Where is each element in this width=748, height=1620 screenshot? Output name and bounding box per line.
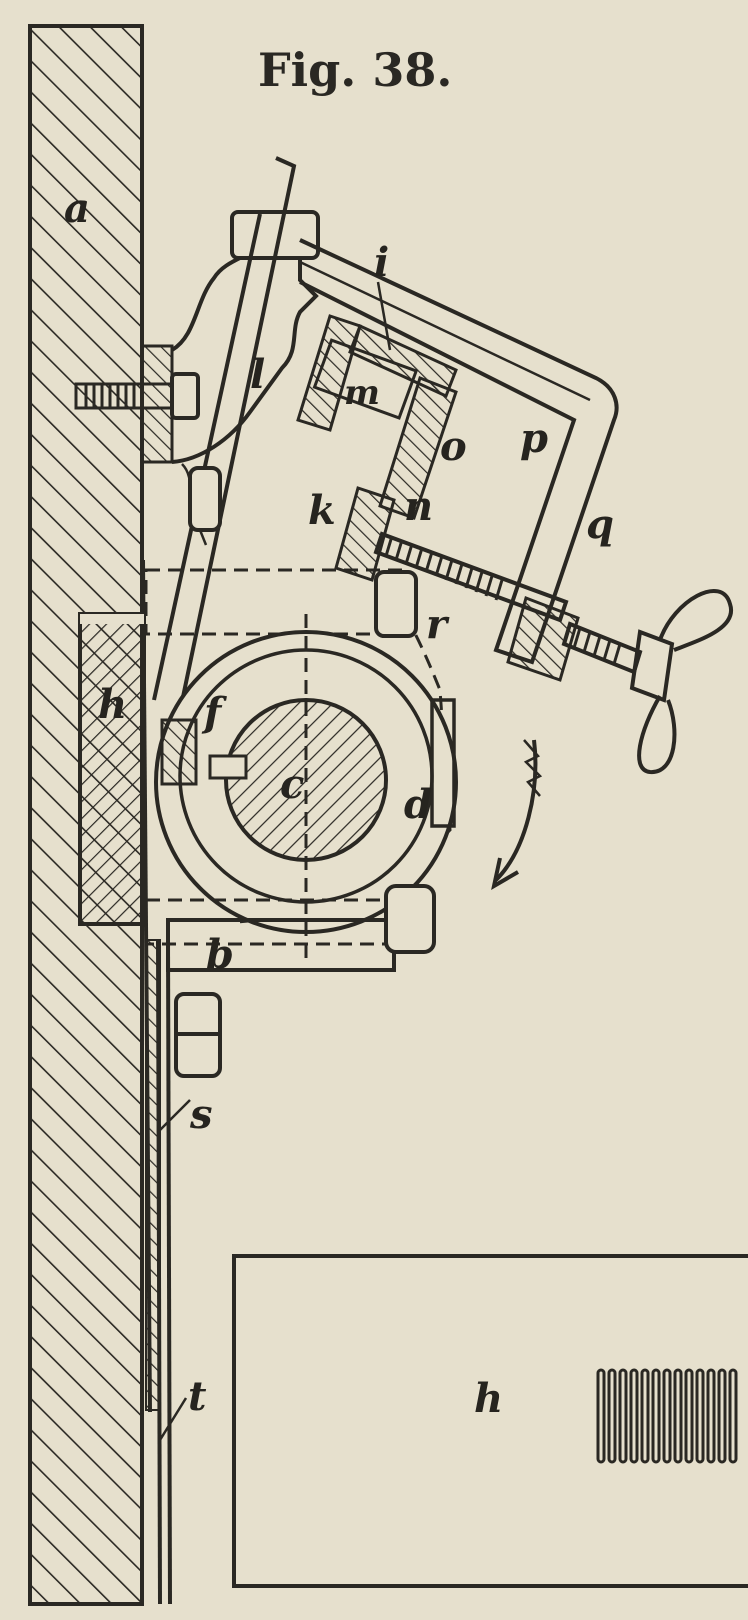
block-h-top [80, 614, 144, 624]
label-t: t [188, 1373, 207, 1420]
shaft-key [208, 754, 248, 780]
rail-bar [145, 939, 161, 1411]
label-p: p [520, 415, 548, 462]
label-q: q [586, 501, 614, 548]
base-bolt [384, 884, 436, 954]
upper-nut [188, 466, 222, 532]
label-k: k [308, 487, 336, 534]
wing-nut [629, 589, 734, 775]
label-m: m [344, 373, 380, 413]
r-nut [374, 570, 418, 638]
label-l: l [250, 351, 265, 398]
label-s: s [189, 1091, 213, 1138]
label-h-left: h [98, 681, 127, 728]
cavity-m [312, 338, 419, 420]
arrow-feather [523, 739, 543, 797]
figure-caption: Fig. 38. [258, 43, 452, 97]
rail-t-right [166, 939, 172, 1605]
leader-lines [158, 281, 392, 1441]
bracket-l [170, 229, 319, 464]
label-h-box: h [474, 1375, 503, 1422]
screw-q [506, 596, 643, 682]
box-h [232, 1254, 748, 1588]
label-c: c [280, 761, 304, 808]
rotation-arrow-head [491, 857, 520, 891]
disc-right-strap [430, 698, 456, 828]
sleeve-top [144, 568, 404, 636]
label-i: i [374, 239, 389, 286]
label-a: a [64, 185, 90, 232]
frame-p-inner [299, 260, 591, 402]
block-k [334, 486, 396, 582]
block-h-left [78, 612, 146, 926]
label-d: d [404, 781, 432, 828]
cam-f [160, 718, 198, 786]
mount-block [140, 344, 174, 464]
label-n: n [404, 483, 433, 530]
lever-rod [172, 156, 297, 741]
lever-rod-2 [152, 213, 262, 701]
label-r: r [426, 601, 450, 648]
label-b: b [206, 931, 234, 978]
label-o: o [440, 423, 467, 470]
wall-bolt [74, 372, 200, 420]
grille [596, 1368, 738, 1464]
block-o [378, 376, 458, 520]
